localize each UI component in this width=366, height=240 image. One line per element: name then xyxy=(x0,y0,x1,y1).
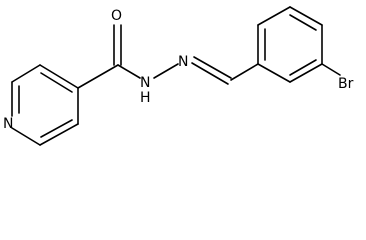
bromophenyl-ring xyxy=(257,6,341,83)
hydrazone-linkage xyxy=(153,56,259,85)
bond-benz-inner-3 xyxy=(289,59,317,76)
bond-ring-inner-1 xyxy=(40,72,73,93)
carbonyl-group xyxy=(77,24,141,89)
atom-oxygen: O xyxy=(111,8,122,24)
bond-carbonyl-nh xyxy=(117,64,141,79)
bond-ring-c4-c3 xyxy=(39,64,79,89)
bond-ring-n1-c6 xyxy=(11,127,41,146)
atom-bromine: Br xyxy=(338,76,354,92)
bond-ring-c6-c5 xyxy=(39,123,79,146)
pyridine-ring xyxy=(11,64,79,146)
bond-benz-c3-c4 xyxy=(289,6,323,26)
bond-benz-inner-2 xyxy=(289,14,317,31)
bond-ring-c3-c2 xyxy=(11,64,41,83)
bond-ring-inner-3 xyxy=(40,119,73,138)
bond-benz-c6-c1 xyxy=(257,63,291,83)
atom-amide-hydrogen: H xyxy=(140,90,151,106)
structure-diagram: O N N H N Br xyxy=(3,6,354,146)
bond-ring-carbonyl xyxy=(77,64,119,89)
bond-imine-ring xyxy=(230,63,259,81)
bond-benz-c5-c6 xyxy=(289,63,323,83)
bond-imine-double-a xyxy=(191,62,229,85)
molecule-canvas: O N N H N Br xyxy=(3,6,354,146)
bond-benz-br xyxy=(321,63,341,76)
atom-imine-nitrogen: N xyxy=(178,54,188,70)
atom-amide-nitrogen: N xyxy=(140,75,150,91)
bond-nh-n xyxy=(153,63,179,79)
bond-benz-c2-c3 xyxy=(257,6,291,26)
atom-pyridine-nitrogen: N xyxy=(3,116,13,132)
bond-imine-double-b xyxy=(193,56,232,79)
